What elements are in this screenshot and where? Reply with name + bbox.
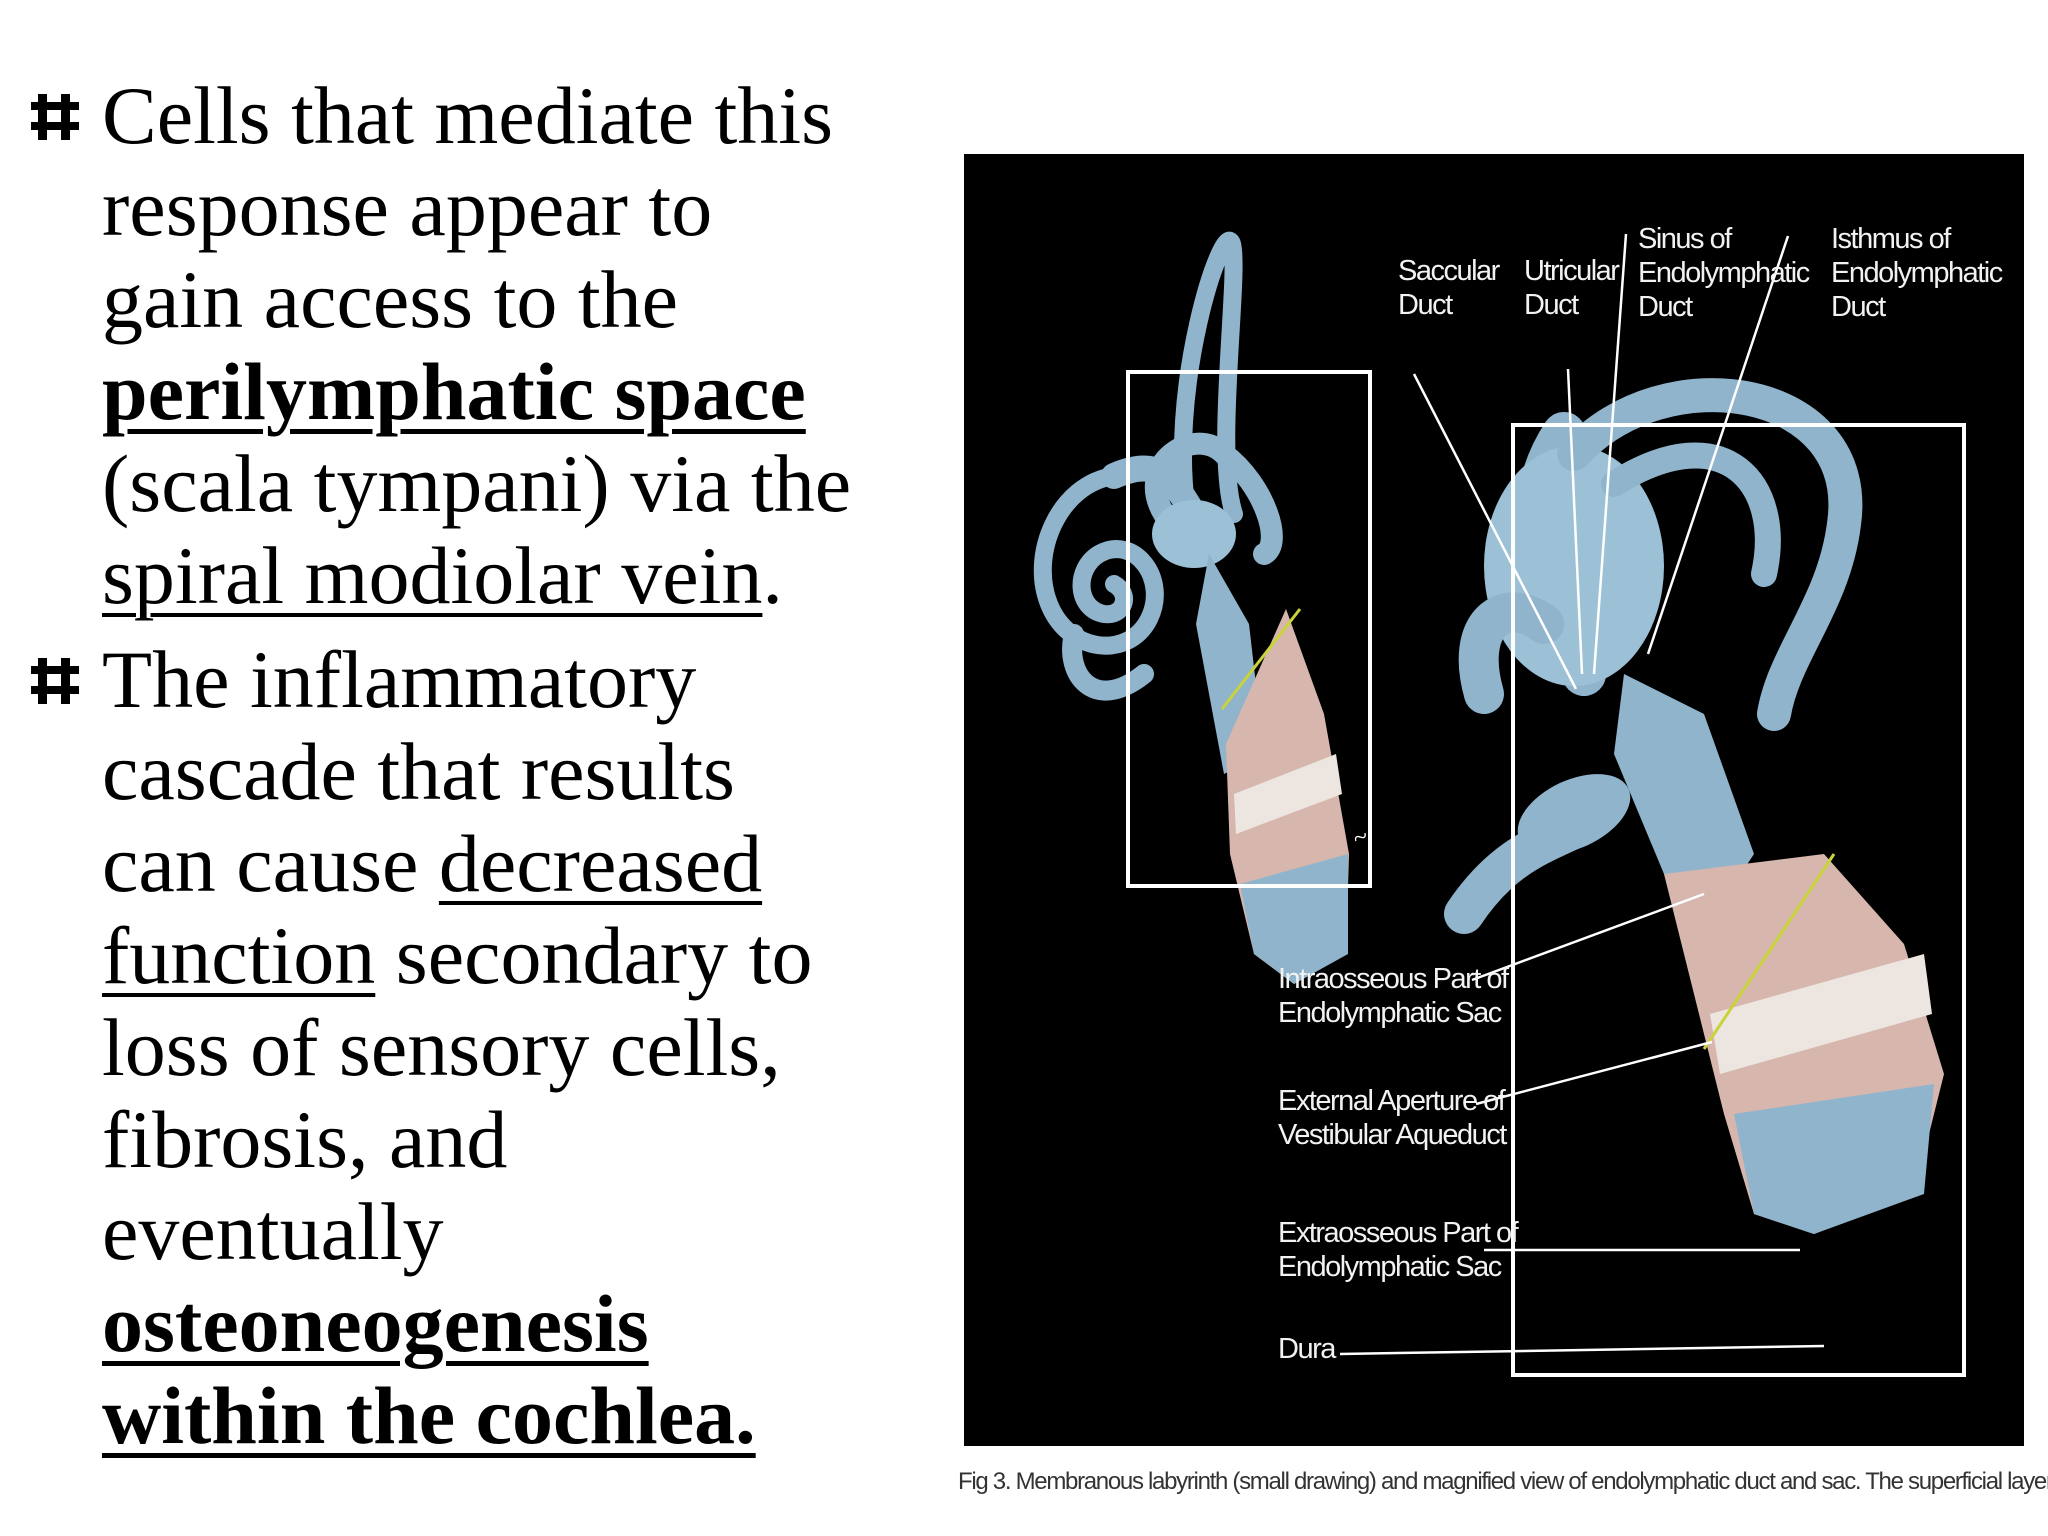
bullet-text: can cause bbox=[102, 818, 439, 909]
bullet-line: cascade that results bbox=[102, 726, 735, 817]
bullet-item: The inflammatory cascade that results ca… bbox=[28, 634, 908, 1462]
bullet-line: gain access to the bbox=[102, 254, 679, 345]
magnified-duct-and-sac-drawing bbox=[1444, 378, 1966, 1377]
bullet-text: secondary to bbox=[375, 910, 813, 1001]
leader-lines bbox=[1339, 233, 1825, 1356]
hash-bullet-icon bbox=[31, 94, 79, 140]
term-spiral-modiolar-vein: spiral modiolar vein bbox=[102, 530, 763, 621]
term-within-cochlea: within the cochlea. bbox=[102, 1370, 756, 1461]
labyrinth-figure: ~ Saccu bbox=[964, 154, 2024, 1446]
term-osteoneogenesis: osteoneogenesis bbox=[102, 1278, 649, 1369]
bullet-line: Cells that mediate this bbox=[102, 70, 834, 161]
bullet-list: Cells that mediate this response appear … bbox=[28, 70, 908, 1462]
label-dura: Dura bbox=[1278, 1333, 1336, 1365]
hash-bullet-icon bbox=[31, 658, 79, 704]
figure-caption: Fig 3. Membranous labyrinth (small drawi… bbox=[958, 1468, 2048, 1495]
bullet-line: response appear to bbox=[102, 162, 713, 253]
bullet-line: loss of sensory cells, bbox=[102, 1002, 781, 1093]
term-function: function bbox=[102, 910, 376, 1001]
bullet-line: (scala tympani) via the bbox=[102, 438, 852, 529]
small-labyrinth-drawing: ~ bbox=[1033, 231, 1372, 984]
bullet-line: The inflammatory bbox=[102, 634, 697, 725]
labyrinth-illustration: ~ bbox=[1033, 231, 1966, 1377]
term-decreased: decreased bbox=[438, 818, 763, 909]
bullet-line: fibrosis, and bbox=[102, 1094, 508, 1185]
term-perilymphatic-space: perilymphatic space bbox=[102, 346, 806, 437]
bullet-item: Cells that mediate this response appear … bbox=[28, 70, 908, 622]
period: . bbox=[762, 530, 783, 621]
bullet-line: eventually bbox=[102, 1186, 444, 1277]
